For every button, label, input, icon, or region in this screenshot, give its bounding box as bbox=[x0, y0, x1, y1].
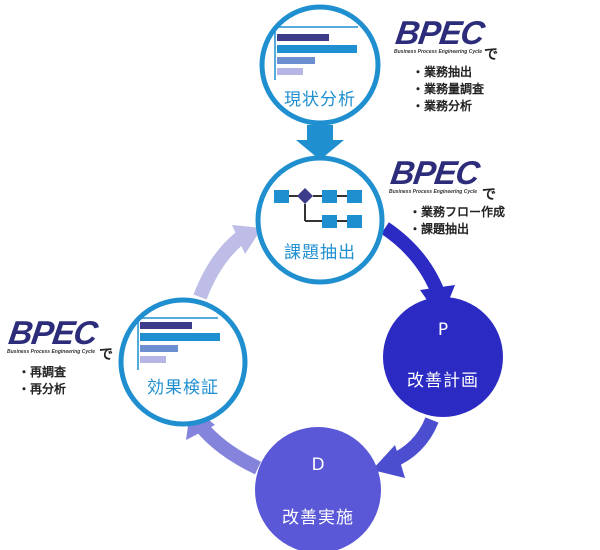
list-item: 再調査 bbox=[18, 364, 66, 381]
bpec-logo-subtitle: Business Process Engineering Cycle bbox=[389, 189, 478, 195]
list-item: 課題抽出 bbox=[409, 221, 505, 238]
node-plan-label: 改善計画 bbox=[407, 371, 479, 391]
bpec-logo-subtitle: Business Process Engineering Cycle bbox=[394, 49, 483, 55]
node-kadai-circle bbox=[255, 155, 385, 285]
callout-top-list: 業務抽出 業務量調査 業務分析 bbox=[412, 64, 484, 115]
list-item: 業務抽出 bbox=[412, 64, 484, 81]
callout-left-list: 再調査 再分析 bbox=[18, 364, 66, 398]
callout-middle-list: 業務フロー作成 課題抽出 bbox=[409, 204, 505, 238]
callout-left: BPEC Business Process Engineering Cycle … bbox=[5, 312, 125, 372]
node-plan-letter: P bbox=[437, 320, 449, 340]
node-do-label: 改善実施 bbox=[282, 508, 354, 528]
arrowhead-check-to-kadai bbox=[232, 225, 262, 254]
arc-kadai-to-plan bbox=[380, 222, 447, 301]
callout-top: BPEC Business Process Engineering Cycle … bbox=[392, 12, 512, 72]
bpec-logo: BPEC bbox=[388, 154, 482, 191]
node-genjo-circle bbox=[259, 4, 381, 126]
list-item: 業務フロー作成 bbox=[409, 204, 505, 221]
node-check-label: 効果検証 bbox=[147, 378, 219, 398]
callout-suffix: で bbox=[99, 347, 113, 363]
node-do-circle bbox=[255, 427, 381, 550]
bpec-logo-subtitle: Business Process Engineering Cycle bbox=[7, 349, 96, 355]
callout-suffix: で bbox=[482, 187, 496, 203]
list-item: 再分析 bbox=[18, 381, 66, 398]
callout-middle: BPEC Business Process Engineering Cycle … bbox=[387, 152, 507, 212]
arc-do-to-check bbox=[194, 420, 262, 475]
node-check-circle bbox=[118, 297, 248, 427]
bar-chart-icon bbox=[274, 26, 358, 80]
bar-chart-icon bbox=[137, 317, 220, 370]
list-item: 業務量調査 bbox=[412, 81, 484, 98]
callout-suffix: で bbox=[484, 47, 498, 63]
node-do-letter: D bbox=[311, 455, 325, 475]
node-kadai-label: 課題抽出 bbox=[284, 243, 356, 263]
list-item: 業務分析 bbox=[412, 98, 484, 115]
arrow-genjo-to-kadai bbox=[296, 125, 344, 160]
arrowhead-plan-to-do bbox=[372, 445, 405, 478]
flow-diagram-icon bbox=[274, 188, 362, 228]
bpec-logo: BPEC bbox=[393, 14, 487, 51]
bpec-logo: BPEC bbox=[6, 314, 100, 351]
node-genjo-label: 現状分析 bbox=[284, 90, 356, 110]
node-plan-circle bbox=[383, 297, 503, 417]
arc-check-to-kadai bbox=[193, 232, 245, 300]
